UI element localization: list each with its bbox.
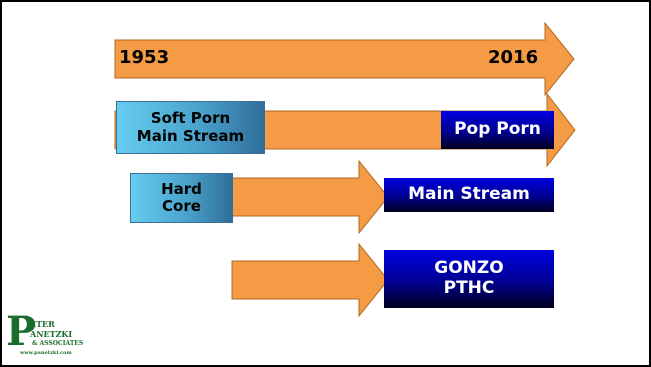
main-stream-box: Main Stream [384,178,554,212]
hard-core-box: Hard Core [130,173,233,223]
logo-line-1: ETER [30,319,55,329]
gonzo-arrow [231,242,389,318]
soft-porn-line-1: Soft Porn [150,109,231,128]
pop-porn-label: Pop Porn [454,119,541,140]
company-logo: P ETER ANETZKI & ASSOCIATES www.panetzki… [6,308,102,360]
logo-line-3: & ASSOCIATES [32,340,84,347]
end-year-label: 2016 [488,47,539,68]
gonzo-line-2: PTHC [443,278,495,298]
timeline-arrow [114,21,575,97]
main-stream-label: Main Stream [408,184,530,205]
logo-line-4: www.panetzki.com [20,350,72,356]
hard-core-line-1: Hard [161,179,202,198]
hard-core-line-2: Core [162,197,201,215]
gonzo-box: GONZO PTHC [384,250,554,308]
hard-core-arrow [231,159,389,235]
soft-porn-box: Soft Porn Main Stream [116,101,265,154]
logo-initial: P [6,308,37,355]
logo-line-2: ANETZKI [30,329,73,339]
pop-porn-box: Pop Porn [441,111,554,149]
gonzo-line-1: GONZO [434,258,504,279]
soft-porn-line-2: Main Stream [136,126,245,145]
start-year-label: 1953 [119,47,170,68]
